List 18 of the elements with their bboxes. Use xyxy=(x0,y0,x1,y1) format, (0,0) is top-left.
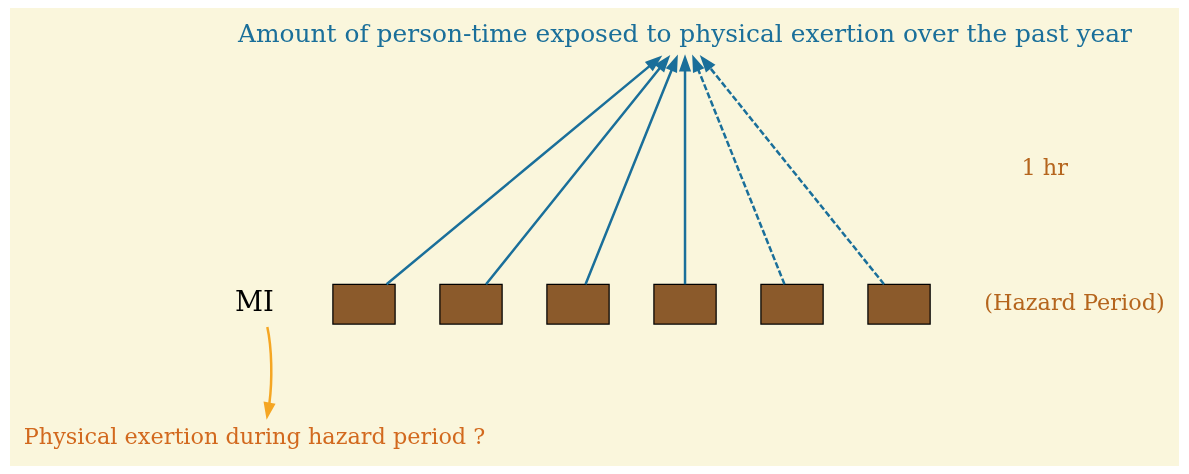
arrow xyxy=(263,326,276,420)
node-text: Physical exertion during hazard period ? xyxy=(23,423,486,450)
node-box xyxy=(653,283,717,325)
label: 1 hr xyxy=(1021,154,1068,181)
label: (Hazard Period) xyxy=(984,288,1165,315)
node-box xyxy=(760,283,824,325)
arrow xyxy=(584,54,678,285)
arrow xyxy=(678,54,692,285)
node-box xyxy=(439,283,503,325)
arrow xyxy=(485,54,671,285)
node-box xyxy=(867,283,931,325)
arrow xyxy=(385,55,663,286)
node-text: Amount of person-time exposed to physical exertion over the past year xyxy=(238,18,1132,48)
node-box xyxy=(332,283,396,325)
node-text: MI xyxy=(235,286,274,318)
node-box xyxy=(546,283,610,325)
arrow xyxy=(692,54,786,285)
arrow xyxy=(699,54,885,285)
